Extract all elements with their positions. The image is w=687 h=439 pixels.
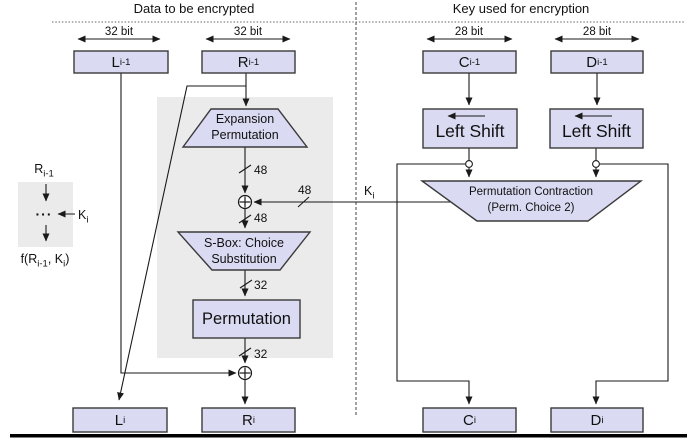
legend-output-p2: , K: [47, 252, 64, 266]
legend-dots: ···: [35, 206, 53, 222]
bottom-border-bar: [10, 434, 687, 438]
expansion-trapezoid: [181, 108, 309, 148]
sbox-line2: Substitution: [211, 252, 277, 266]
perm-contraction-line1: Permutation Contraction: [468, 186, 594, 198]
register-sub: i: [473, 414, 476, 426]
measure-label-r: 32 bit: [233, 26, 263, 38]
register-base: R: [237, 53, 249, 71]
bit-label-32-perm-out: 32: [254, 347, 268, 361]
measure-label-d: 28 bit: [582, 26, 612, 38]
legend-key-sub: i: [86, 214, 89, 226]
register-base: R: [242, 411, 253, 429]
legend-key-base: K: [78, 208, 87, 222]
bit-label-48-subkey: 48: [298, 183, 312, 197]
register-base: C: [458, 53, 470, 71]
register-boxes: [72, 50, 644, 433]
bit-slash-32a: [239, 279, 253, 289]
legend-input-sub: i-1: [43, 168, 54, 180]
legend-output-s1: i-1: [37, 258, 48, 270]
register-base: D: [586, 53, 598, 71]
register-sub: i-1: [469, 56, 481, 68]
measure-label-c: 28 bit: [454, 26, 484, 38]
register-box-c-next: [422, 407, 517, 433]
register-sub: i: [123, 414, 126, 426]
perm-contraction-label: Permutation Contraction (Perm. Choice 2): [469, 184, 593, 216]
sbox-line1: S-Box: Choice: [204, 236, 284, 250]
line-r-to-l-next: [117, 85, 246, 401]
left-shift-label-d: Left Shift: [561, 121, 632, 141]
bit-label-32-sbox-out: 32: [254, 278, 268, 292]
register-base: D: [590, 411, 602, 429]
perm-contraction-line2: (Perm. Choice 2): [487, 202, 575, 214]
tap-circle-d: [592, 160, 600, 168]
register-base: L: [111, 53, 120, 71]
register-sub: i: [601, 414, 604, 426]
sbox-label: S-Box: Choice Substitution: [204, 235, 284, 267]
register-sub: i: [252, 414, 255, 426]
legend-output-p3: ): [65, 252, 70, 266]
perm-contraction-trapezoid: [419, 180, 644, 222]
legend-arrows: [42, 184, 75, 242]
left-shift-label-c: Left Shift: [435, 121, 505, 141]
bit-slash-48a: [238, 164, 252, 174]
xor-nodes: [237, 194, 253, 381]
line-l-to-xor: [120, 73, 237, 377]
line-loop-to-d-next: [592, 163, 669, 405]
register-box-c-prev: [422, 50, 517, 74]
subkey-label: Ki: [364, 184, 374, 202]
data-flow-lines: [117, 73, 250, 405]
bit-label-48-sbox-in: 48: [254, 211, 268, 225]
register-box-d-next: [550, 407, 644, 433]
expansion-line1: Expansion: [215, 112, 275, 126]
measure-label-l: 32 bit: [104, 26, 134, 38]
register-sub: i-1: [119, 56, 131, 68]
tap-circle-c: [465, 160, 473, 168]
bit-label-48-expansion: 48: [254, 163, 268, 177]
register-base: L: [114, 411, 124, 429]
line-loop-to-c-next: [396, 163, 473, 405]
legend-input-base: R: [34, 162, 44, 176]
legend-output-label: f(Ri-1, Ki): [21, 252, 70, 270]
legend-input-label: Ri-1: [34, 162, 54, 180]
legend-output-s2: i: [63, 258, 66, 270]
trapezoids: [176, 108, 644, 271]
section-title-key: Key used for encryption: [452, 1, 590, 16]
register-sub: i-1: [248, 56, 260, 68]
bit-slash-48c: [238, 214, 252, 224]
subkey-sub: i: [372, 190, 375, 202]
legend-key-label: Ki: [78, 208, 88, 226]
expansion-label: Expansion Permutation: [211, 111, 278, 143]
permutation-label: Permutation: [202, 309, 291, 328]
legend-output-p1: f(R: [20, 252, 38, 266]
sbox-trapezoid: [176, 231, 312, 271]
key-flow-lines: [253, 73, 669, 405]
register-sub: i-1: [597, 56, 608, 68]
register-box-l-next: [72, 407, 168, 433]
expansion-line2: Permutation: [211, 128, 279, 142]
section-title-data: Data to be encrypted: [133, 1, 255, 16]
register-box-l-prev: [73, 50, 169, 74]
register-box-r-next: [201, 407, 296, 433]
subkey-base: K: [364, 184, 373, 198]
register-base: C: [463, 411, 474, 429]
bit-slash-48b: [297, 196, 310, 208]
permutation-box: [192, 299, 301, 339]
register-box-d-prev: [550, 50, 644, 74]
bit-slashes: [238, 164, 310, 357]
register-box-r-prev: [201, 50, 296, 74]
bit-slash-32b: [238, 347, 252, 357]
